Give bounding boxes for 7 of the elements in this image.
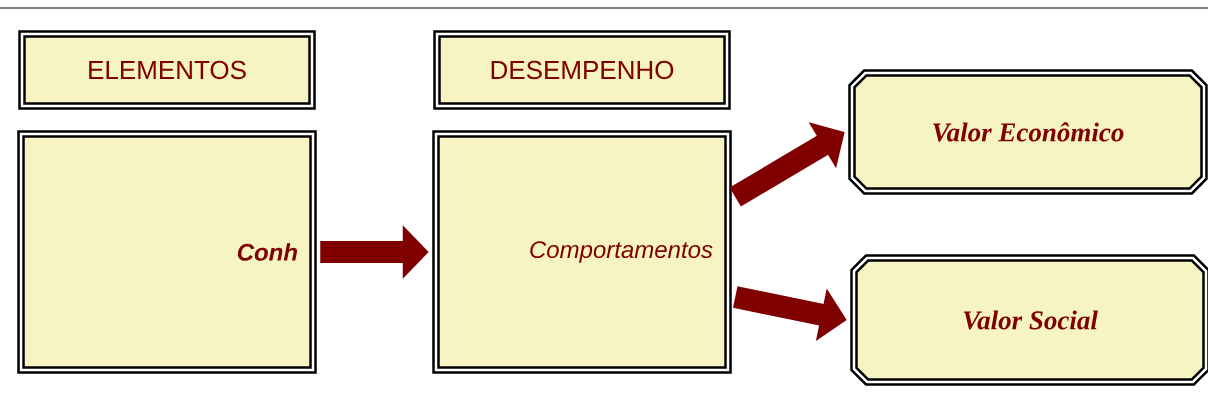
content-box: Comportamentos [432, 130, 732, 374]
octagon-box: Valor Social [850, 254, 1208, 386]
heading-box: DESEMPENHO [433, 30, 731, 110]
block-arrow [729, 122, 845, 207]
content-box: Conh [17, 130, 317, 374]
heading-box: ELEMENTOS [18, 30, 316, 110]
octagon-box: Valor Econômico [848, 69, 1208, 195]
